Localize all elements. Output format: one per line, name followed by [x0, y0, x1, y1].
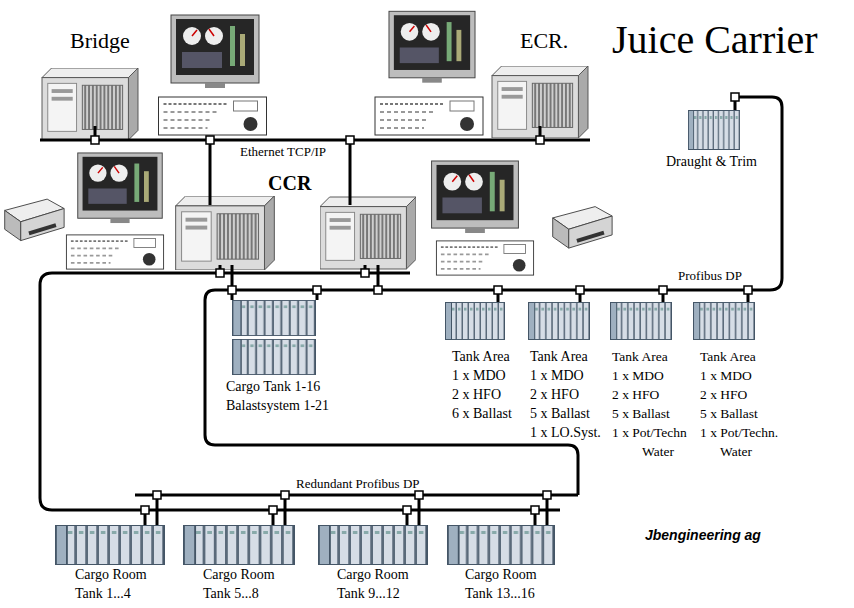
bus-label: Ethernet TCP/IP: [240, 144, 326, 160]
bus-label: Profibus DP: [678, 268, 742, 284]
node-line: 1 x Pot/Techn: [612, 423, 687, 442]
node-line: Tank 13...16: [465, 584, 537, 603]
plc-group: Tank Area1 x MDO2 x HFO5 x Ballast1 x Po…: [700, 347, 778, 461]
plc-group: Tank Area1 x MDO2 x HFO6 x Ballast: [452, 347, 512, 423]
node-line: 1 x MDO: [452, 366, 512, 385]
node-line: 2 x HFO: [700, 385, 778, 404]
node-line: 6 x Ballast: [452, 404, 512, 423]
node-line: 1 x MDO: [700, 366, 778, 385]
plc-group: Draught & Trim: [666, 153, 757, 171]
node-line: Water: [612, 442, 687, 461]
plc-group: Tank Area1 x MDO2 x HFO5 x Ballast1 x Po…: [612, 347, 687, 461]
node-line: 2 x HFO: [612, 385, 687, 404]
node-line: Tank 1...4: [75, 584, 147, 603]
node-heading: Tank Area: [452, 347, 512, 366]
node-line: 5 x Ballast: [612, 404, 687, 423]
node-heading: Tank Area: [612, 347, 687, 366]
node-heading: Bridge: [70, 28, 130, 54]
node-heading: Cargo Room: [75, 565, 147, 584]
node-heading: Cargo Room: [465, 565, 537, 584]
room-label: CCR: [268, 172, 311, 195]
node-heading: Cargo Room: [203, 565, 275, 584]
node-heading: Cargo Room: [337, 565, 409, 584]
node-heading: Draught & Trim: [666, 153, 757, 171]
node-line: Balastsystem 1-21: [226, 396, 329, 415]
plc-group: Cargo RoomTank 9...12: [337, 565, 409, 603]
node-line: 5 x Ballast: [530, 404, 601, 423]
node-line: 1 x LO.Syst.: [530, 423, 601, 442]
node-line: 1 x Pot/Techn.: [700, 423, 778, 442]
plc-group: Cargo RoomTank 1...4: [75, 565, 147, 603]
bus-label: Redundant Profibus DP: [296, 476, 420, 492]
company-mark: Jbengineering ag: [645, 527, 761, 543]
node-heading: ECR.: [520, 28, 568, 54]
plc-group: Cargo Tank 1-16Balastsystem 1-21: [226, 377, 329, 415]
node-line: 2 x HFO: [452, 385, 512, 404]
station-heading: ECR.: [520, 28, 568, 54]
node-heading: Tank Area: [700, 347, 778, 366]
node-line: Tank 9...12: [337, 584, 409, 603]
node-line: 1 x MDO: [612, 366, 687, 385]
node-line: 1 x MDO: [530, 366, 601, 385]
plc-group: Cargo RoomTank 5...8: [203, 565, 275, 603]
node-heading: Tank Area: [530, 347, 601, 366]
node-line: 5 x Ballast: [700, 404, 778, 423]
node-heading: Cargo Tank 1-16: [226, 377, 329, 396]
node-line: Water: [700, 442, 778, 461]
node-line: 2 x HFO: [530, 385, 601, 404]
plc-group: Tank Area1 x MDO2 x HFO5 x Ballast1 x LO…: [530, 347, 601, 442]
node-line: Tank 5...8: [203, 584, 275, 603]
plc-group: Cargo RoomTank 13...16: [465, 565, 537, 603]
diagram-title: Juice Carrier: [612, 16, 817, 63]
station-heading: Bridge: [70, 28, 130, 54]
